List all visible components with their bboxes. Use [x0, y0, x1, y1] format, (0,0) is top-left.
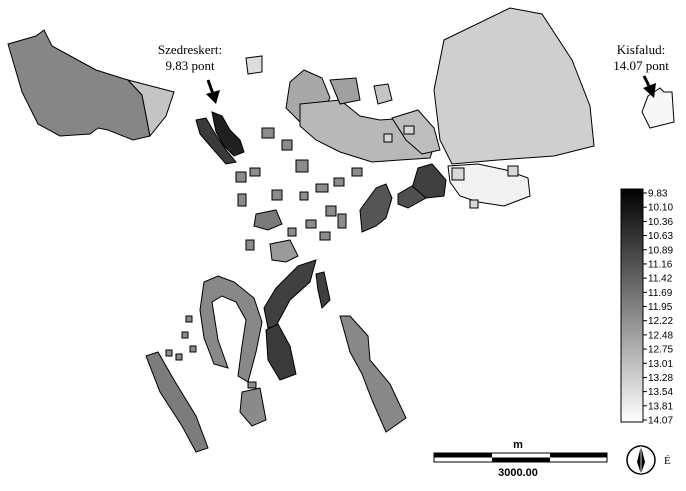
legend-tick-label: 10.63 — [648, 231, 673, 242]
kisfalud-name: Kisfalud: — [617, 42, 665, 57]
legend-tick-label: 13.28 — [648, 373, 673, 384]
legend-tick-labels: 9.83 10.10 10.36 10.63 10.89 11.16 11.42 11.69 1… — [643, 189, 673, 427]
district-north-small-2 — [373, 83, 393, 105]
district-west-light — [126, 79, 175, 138]
district-kisfalud — [641, 87, 675, 129]
district-south-small — [315, 271, 331, 309]
scale-bar: m 3000.00 — [433, 439, 608, 479]
annotation-kisfalud: Kisfalud: 14.07 pont — [613, 42, 669, 98]
district-ne-strip — [391, 109, 441, 155]
legend-tick-label: 12.22 — [648, 316, 673, 327]
legend-tick-label: 9.83 — [648, 189, 668, 200]
district-szedreskert — [211, 111, 245, 157]
district-north-small-3 — [245, 55, 263, 75]
annotation-szedreskert: Szedreskert: 9.83 pont — [158, 42, 222, 104]
legend-tick-label: 10.89 — [648, 245, 673, 256]
district-east-mid — [359, 183, 393, 233]
legend-tick-label: 10.36 — [648, 217, 673, 228]
szedreskert-value: 9.83 pont — [165, 58, 215, 73]
legend-tick-label: 10.10 — [648, 203, 673, 214]
legend-tick-label: 13.01 — [648, 359, 673, 370]
district-polygons — [7, 7, 675, 453]
legend-tick-label: 11.95 — [648, 302, 673, 313]
legend-tick-label: 11.42 — [648, 274, 673, 285]
district-south-dark — [265, 323, 297, 381]
district-north-center-b — [299, 99, 437, 163]
scale-unit: m — [513, 439, 523, 451]
district-west-dark — [7, 29, 151, 141]
legend-tick-label: 13.81 — [648, 401, 673, 412]
legend: 9.83 10.10 10.36 10.63 10.89 11.16 11.42 11.69 1… — [620, 188, 673, 427]
legend-tick-label: 13.54 — [648, 387, 673, 398]
district-central-corridor — [263, 259, 317, 329]
legend-tick-label: 12.75 — [648, 345, 673, 356]
district-east-dark-2 — [397, 185, 427, 209]
arrow-down-icon — [642, 75, 656, 98]
district-sw-crescent — [199, 275, 263, 383]
scale-length: 3000.00 — [498, 467, 538, 479]
szedreskert-name: Szedreskert: — [158, 42, 222, 57]
legend-tick-label: 14.07 — [648, 416, 673, 427]
district-szedreskert-b — [195, 117, 237, 165]
district-se-strip — [339, 315, 407, 433]
north-arrow-icon: É — [626, 445, 671, 475]
small-blocks-light — [383, 125, 519, 209]
district-south-blob — [239, 387, 267, 427]
district-center-left — [253, 209, 283, 231]
kisfalud-value: 14.07 pont — [613, 58, 669, 73]
legend-tick-label: 11.16 — [648, 259, 673, 270]
north-label: É — [664, 455, 671, 467]
district-center-grey — [269, 239, 299, 263]
small-blocks — [165, 127, 363, 389]
legend-tick-label: 11.69 — [648, 288, 673, 299]
arrow-down-icon — [206, 79, 220, 104]
legend-color-ramp — [620, 188, 644, 423]
district-north-small-1 — [329, 77, 361, 105]
legend-tick-label: 12.48 — [648, 330, 673, 341]
district-northeast — [433, 7, 595, 165]
district-sw-strip — [145, 351, 209, 453]
